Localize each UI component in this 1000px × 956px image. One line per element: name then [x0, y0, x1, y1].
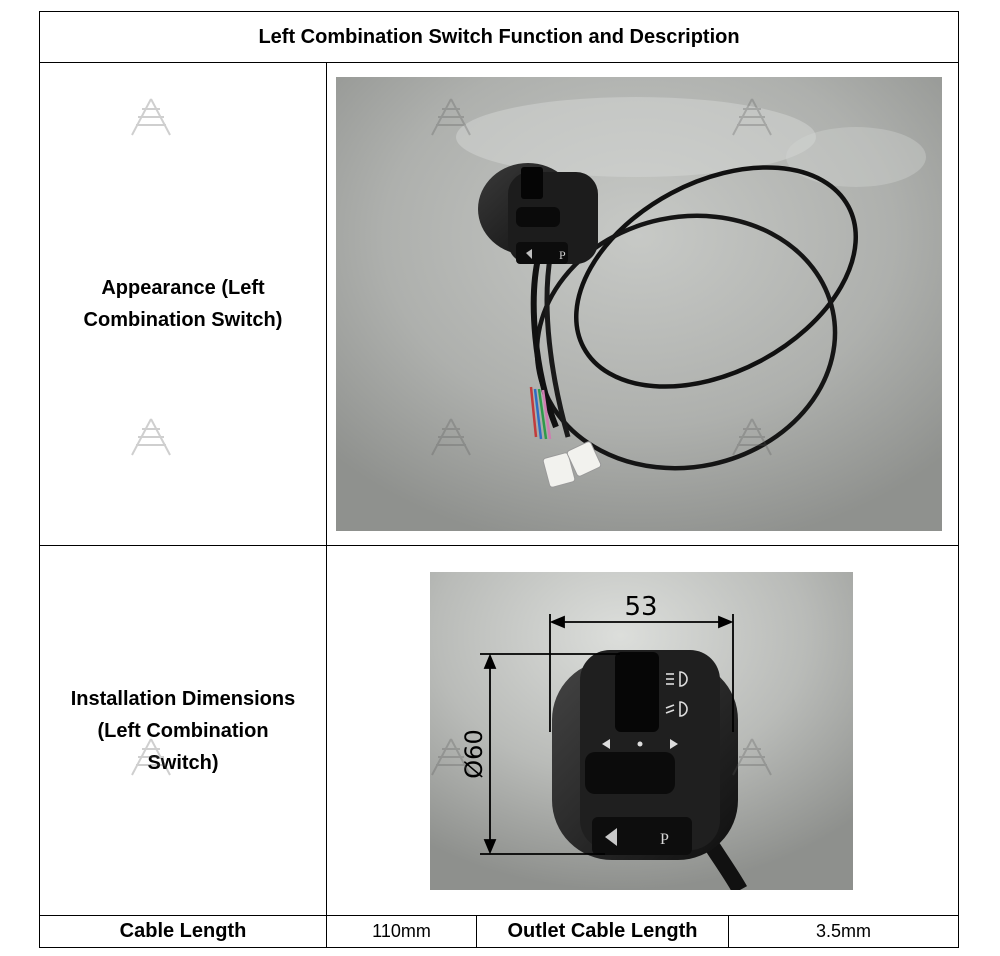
horn-button	[516, 242, 568, 264]
turn-right-arrow-icon	[670, 738, 678, 749]
horn-icon	[605, 827, 617, 846]
installation-label-line: Switch)	[147, 751, 219, 774]
cable-length-label: Cable Length	[39, 915, 327, 948]
horn-icon	[526, 249, 532, 259]
height-dimension-label: Ø60	[460, 729, 488, 778]
appearance-photo: P	[336, 77, 942, 531]
headlight-switch	[521, 167, 543, 199]
installation-label-line: (Left Combination	[97, 719, 269, 742]
height-dimension	[480, 652, 620, 855]
appearance-label-line: Appearance (Left	[101, 277, 265, 299]
spec-sheet: Left Combination Switch Function and Des…	[38, 11, 960, 948]
headlight-high-beam-icon	[666, 670, 688, 687]
width-dimension-label: 53	[624, 592, 657, 622]
cable-length-value: 110mm	[326, 915, 477, 948]
headlight-low-beam-icon	[665, 700, 688, 717]
outlet-cable-length-label: Outlet Cable Length	[476, 915, 729, 948]
connector	[566, 441, 602, 477]
installation-image-cell: P	[325, 545, 960, 916]
connector	[542, 452, 576, 488]
dimension-photo: P	[430, 571, 853, 890]
installation-label: Installation Dimensions (Left Combinatio…	[39, 545, 327, 916]
appearance-label: Appearance (Left Combination Switch)	[39, 62, 327, 546]
spec-table: Left Combination Switch Function and Des…	[38, 11, 960, 948]
parking-symbol: P	[559, 248, 566, 262]
turn-signal-switch	[516, 207, 560, 227]
width-dimension	[549, 613, 734, 732]
table-title: Left Combination Switch Function and Des…	[38, 11, 960, 63]
outlet-cable-length-value: 3.5mm	[727, 915, 960, 948]
turn-left-arrow-icon	[602, 738, 610, 749]
headlight-switch	[615, 651, 659, 732]
appearance-label-line: Combination Switch)	[83, 309, 283, 331]
colored-wires	[529, 386, 552, 440]
turn-signal-switch	[585, 751, 675, 794]
parking-symbol: P	[660, 831, 669, 848]
appearance-image-cell: P	[325, 62, 960, 546]
installation-label-line: Installation Dimensions	[70, 687, 296, 710]
